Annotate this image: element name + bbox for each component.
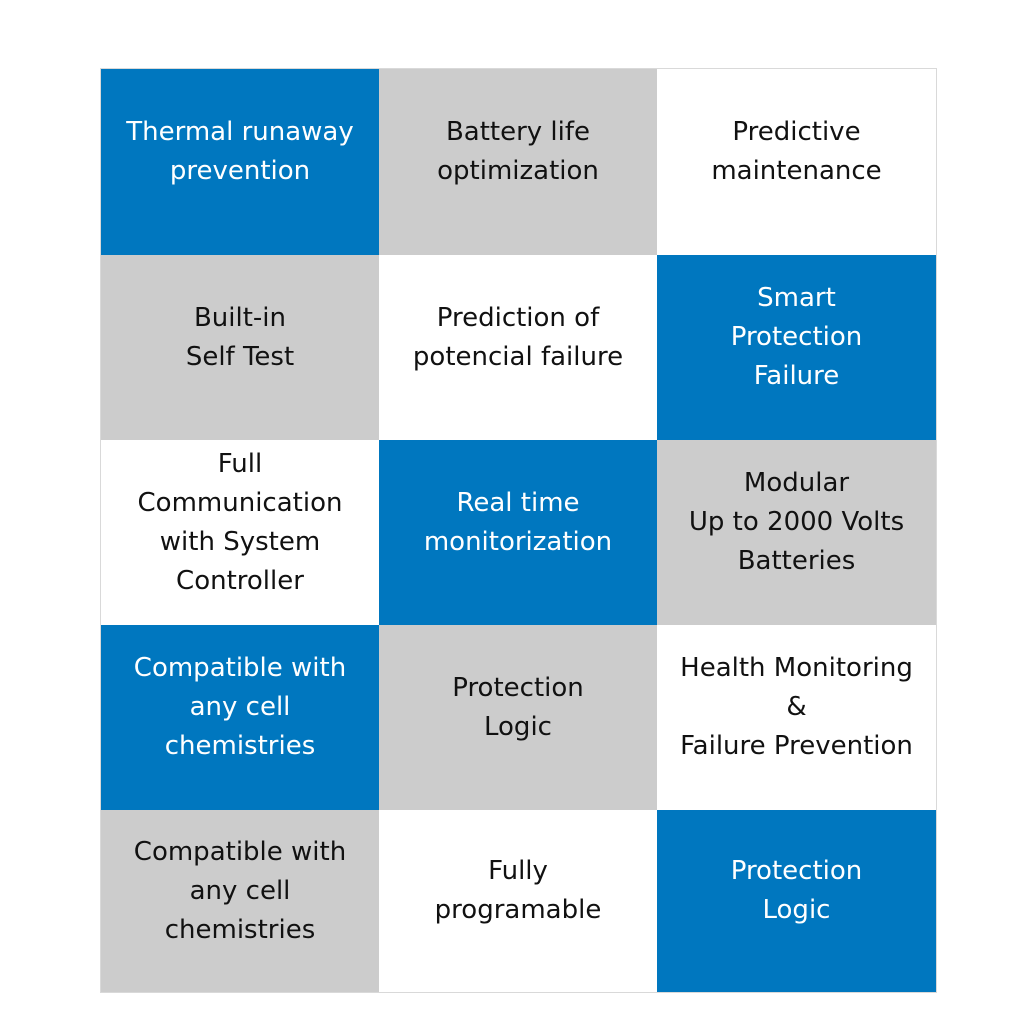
feature-label: Modular Up to 2000 Volts Batteries [688, 468, 905, 576]
feature-label: Protection Logic [452, 672, 584, 742]
feature-label: Prediction of potencial failure [412, 302, 624, 372]
feature-label: Battery life optimization [437, 117, 599, 186]
feature-cell-smart-protection-failure: Smart Protection Failure [657, 255, 936, 440]
feature-grid: Thermal runaway prevention Battery life … [101, 69, 936, 992]
feature-cell-battery-life-optimization: Battery life optimization [379, 69, 657, 255]
feature-cell-protection-logic: Protection Logic [379, 625, 657, 810]
feature-label: Health Monitoring & Failure Prevention [680, 653, 913, 761]
feature-cell-predictive-maintenance: Predictive maintenance [657, 69, 936, 255]
feature-cell-compatible-cell-chemistries: Compatible with any cell chemistries [101, 625, 379, 810]
feature-cell-thermal-runaway-prevention: Thermal runaway prevention [101, 69, 379, 255]
feature-label: Protection Logic [730, 856, 863, 925]
feature-label: Fully programable [434, 856, 602, 925]
feature-label: Predictive maintenance [711, 117, 882, 186]
feature-cell-compatible-cell-chemistries-2: Compatible with any cell chemistries [101, 810, 379, 992]
feature-label: Smart Protection Failure [730, 283, 863, 391]
feature-cell-modular-2000-volts: Modular Up to 2000 Volts Batteries [657, 440, 936, 625]
feature-cell-full-communication: Full Communication with System Controlle… [101, 440, 379, 625]
feature-label: Full Communication with System Controlle… [137, 448, 343, 596]
feature-label: Built-in Self Test [185, 302, 295, 372]
feature-label: Thermal runaway prevention [126, 117, 354, 186]
feature-cell-fully-programable: Fully programable [379, 810, 657, 992]
feature-label: Real time monitorization [423, 487, 613, 557]
feature-label: Compatible with any cell chemistries [133, 653, 347, 761]
feature-label: Compatible with any cell chemistries [133, 836, 347, 945]
feature-cell-prediction-of-failure: Prediction of potencial failure [379, 255, 657, 440]
feature-cell-protection-logic-2: Protection Logic [657, 810, 936, 992]
feature-cell-built-in-self-test: Built-in Self Test [101, 255, 379, 440]
feature-cell-real-time-monitorization: Real time monitorization [379, 440, 657, 625]
feature-cell-health-monitoring: Health Monitoring & Failure Prevention [657, 625, 936, 810]
